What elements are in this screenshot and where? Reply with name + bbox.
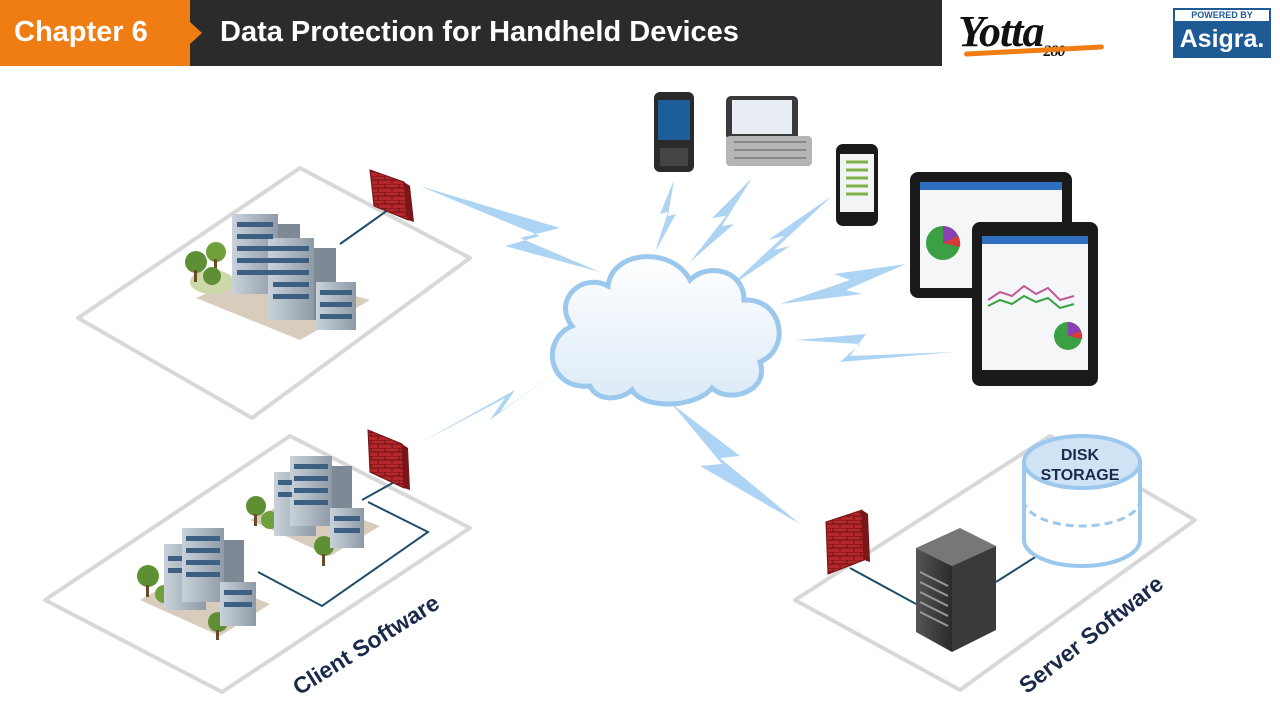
office-buildings-icon (137, 528, 270, 640)
phone-icon (654, 92, 694, 172)
server-icon (916, 528, 996, 652)
asigra-badge: POWERED BY Asigra. (1173, 8, 1271, 58)
slider-phone-icon (726, 96, 812, 166)
firewall-icon (369, 169, 414, 222)
wireless-links (418, 178, 954, 524)
office-buildings-icon (185, 214, 370, 340)
network-cables (257, 209, 1041, 608)
asigra-logo-text: Asigra. (1179, 25, 1265, 53)
yotta-logo: Yotta280 (958, 4, 1158, 62)
firewall-icon (825, 509, 870, 575)
network-diagram (43, 92, 1197, 694)
powered-by-label: POWERED BY (1191, 10, 1253, 20)
firewall-icon (367, 429, 410, 490)
chevron-right-icon (190, 22, 202, 44)
cloud-icon (549, 254, 782, 407)
disk-storage-label: DISK STORAGE (1040, 447, 1120, 484)
chapter-label: Chapter 6 (14, 16, 148, 48)
tablet-icon (972, 222, 1098, 386)
disk-storage-icon (1022, 434, 1142, 568)
smartphone-icon (836, 144, 878, 226)
office-buildings-icon (246, 456, 380, 566)
page-title: Data Protection for Handheld Devices (220, 16, 739, 48)
chapter-tab: Chapter 6 (0, 0, 190, 66)
